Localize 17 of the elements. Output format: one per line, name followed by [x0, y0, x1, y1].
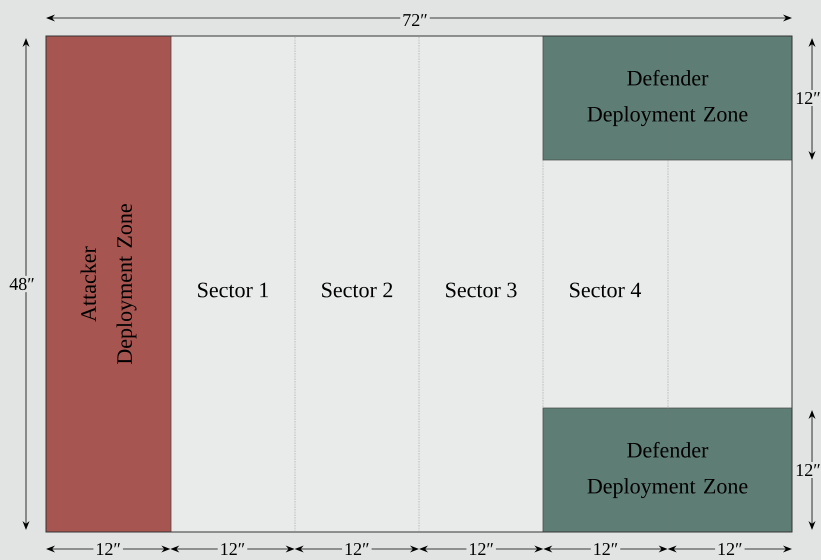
dimension-label: 48″ — [7, 276, 37, 292]
sector-label: Sector 4 — [570, 282, 642, 298]
dimension-label: 12″ — [466, 541, 496, 557]
dimension-label: 12″ — [342, 541, 372, 557]
dimension-label: 12″ — [590, 541, 620, 557]
dimension-label: 12″ — [793, 462, 821, 478]
dimension-label: 12″ — [218, 541, 248, 557]
dimension-label: 12″ — [93, 541, 123, 557]
sector-label: Sector 2 — [322, 282, 392, 298]
deployment-zone: Defender Deployment Zone — [542, 408, 792, 532]
dimension-label: 12″ — [793, 90, 821, 106]
dimension-label: 12″ — [715, 541, 745, 557]
deployment-zone: Defender Deployment Zone — [542, 36, 792, 160]
deployment-zone: Attacker Deployment Zone — [46, 36, 172, 532]
sector-label: Sector 1 — [198, 282, 268, 298]
sector-label: Sector 3 — [446, 282, 516, 298]
dimension-label: 72″ — [400, 12, 430, 28]
